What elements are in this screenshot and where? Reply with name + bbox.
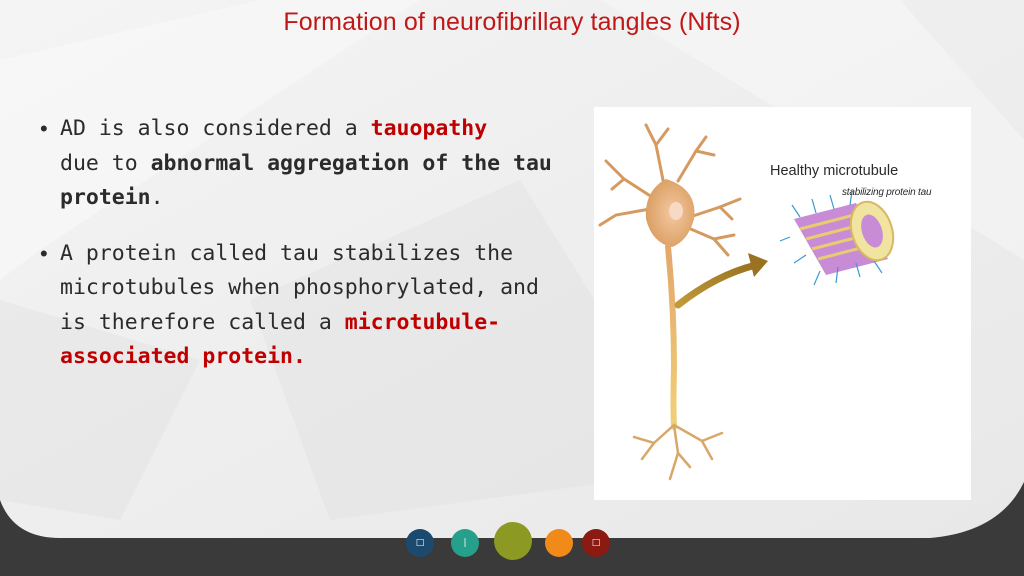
bar-icon: |: [463, 537, 467, 548]
bullet-text: A protein called tau stabilizes the micr…: [60, 240, 539, 335]
nav-button-1[interactable]: □: [406, 529, 434, 557]
square-icon: □: [415, 537, 425, 548]
nav-button-2[interactable]: |: [451, 529, 479, 557]
axon-terminals: [632, 423, 724, 481]
nav-button-4[interactable]: [545, 529, 573, 557]
nav-button-3[interactable]: [494, 522, 532, 560]
nav-button-5[interactable]: □: [582, 529, 610, 557]
keyword-tauopathy: tauopathy: [370, 116, 488, 141]
arrowhead: [748, 253, 768, 277]
square-icon: □: [591, 537, 601, 548]
bullet-item: • AD is also considered a tauopathy due t…: [40, 112, 560, 216]
bullet-dot: •: [40, 116, 48, 141]
microtubule: [779, 190, 895, 286]
bullet-list: • AD is also considered a tauopathy due t…: [40, 112, 560, 375]
bullet-dot: •: [40, 240, 48, 266]
emphasis-text: abnormal aggregation of the tau protein: [60, 150, 552, 211]
neuron-microtubule-figure: Healthy microtubule stabilizing protein …: [594, 107, 971, 500]
bullet-text: .: [150, 185, 164, 210]
bullet-text: due to: [60, 150, 151, 176]
arrow: [674, 261, 760, 309]
axon: [665, 244, 678, 430]
figure-label-healthy-microtubule: Healthy microtubule: [770, 163, 899, 179]
figure-label-stabilizing-protein-tau: stabilizing protein tau: [842, 187, 932, 198]
bullet-text: AD is also considered a: [60, 116, 371, 141]
dendrites: [598, 123, 742, 257]
keyword-microtubule-associated-protein: microtubule-associated protein.: [60, 309, 501, 370]
bullet-item: • A protein called tau stabilizes the mi…: [40, 237, 560, 375]
slide-navigation-bar: □ | □: [0, 520, 1024, 576]
nucleus: [669, 202, 683, 220]
slide-title: Formation of neurofibrillary tangles (Nf…: [283, 8, 741, 36]
neuron-illustration: [598, 123, 895, 481]
